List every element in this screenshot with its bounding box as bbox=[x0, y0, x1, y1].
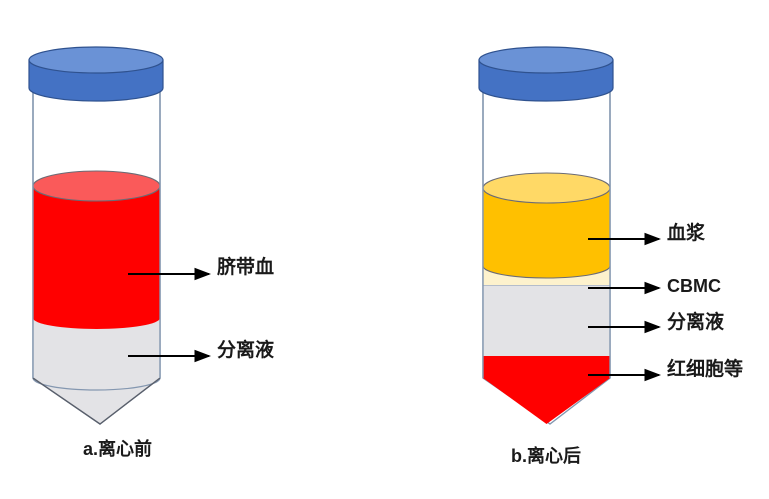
layer-separation-liquid-left bbox=[32, 318, 161, 425]
caption-before-centrifugation: a.离心前 bbox=[83, 439, 153, 459]
tube-cap-right bbox=[478, 46, 614, 102]
label-cord-blood: 脐带血 bbox=[217, 257, 275, 278]
tube-cap-left bbox=[28, 46, 164, 102]
caption-after-centrifugation: b.离心后 bbox=[511, 446, 581, 466]
tube-before-centrifugation bbox=[28, 46, 212, 425]
label-red-cells: 红细胞等 bbox=[667, 359, 744, 380]
layer-separation-liquid-right bbox=[483, 284, 610, 356]
label-separation-liquid-left: 分离液 bbox=[217, 340, 275, 361]
label-cbmc: CBMC bbox=[667, 276, 721, 296]
label-plasma: 血浆 bbox=[667, 223, 706, 244]
layer-red-cells bbox=[483, 356, 610, 424]
label-separation-liquid-right: 分离液 bbox=[667, 312, 725, 333]
tube-after-centrifugation bbox=[478, 46, 662, 425]
layer-plasma bbox=[482, 172, 611, 279]
layer-cord-blood bbox=[32, 170, 161, 329]
